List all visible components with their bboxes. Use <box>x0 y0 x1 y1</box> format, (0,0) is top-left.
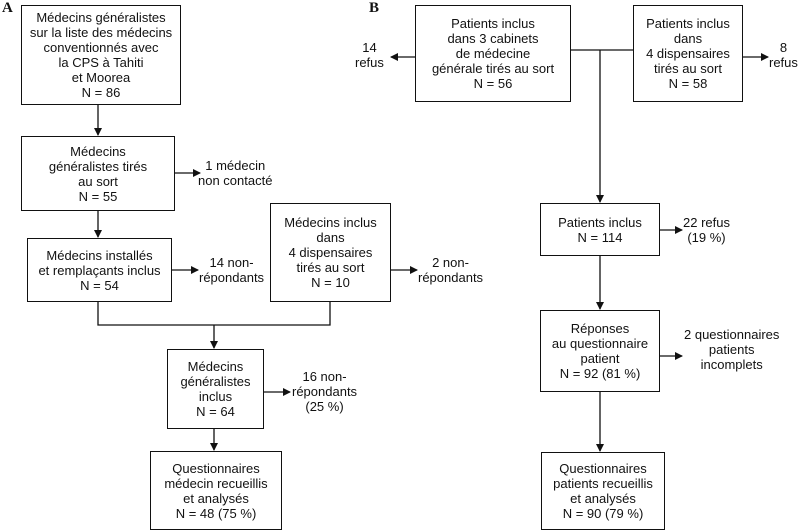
text-line: 22 refus <box>683 215 730 230</box>
text-line: au sort <box>78 173 118 189</box>
box-questionnaires-medecin: Questionnaires médecin recueillis et ana… <box>150 451 282 530</box>
text-line: N = 56 <box>473 76 513 91</box>
note-16-non-repondants: 16 non- répondants (25 %) <box>292 369 357 414</box>
text-line: Médecins <box>187 359 244 374</box>
text-line: 2 non- <box>432 255 469 270</box>
text-line: sur la liste des médecins <box>29 25 173 40</box>
text-line: et analysés <box>183 490 249 506</box>
text-line: au questionnaire <box>551 336 649 351</box>
note-8-refus: 8 refus <box>769 40 798 70</box>
text-line: N = 114 <box>577 229 623 245</box>
note-questionnaires-incomplets: 2 questionnaires patients incomplets <box>684 327 779 372</box>
text-line: (19 %) <box>687 230 726 245</box>
text-line: incomplets <box>700 357 763 372</box>
note-non-contacte: 1 médecin non contacté <box>198 158 272 188</box>
text-line: Patients inclus <box>451 16 535 31</box>
merge-line-a <box>97 302 331 326</box>
text-line: répondants <box>292 384 358 399</box>
text-line: dans <box>316 230 345 245</box>
text-line: 8 <box>779 40 788 55</box>
panel-label-a: A <box>2 0 13 16</box>
note-14-refus: 14 refus <box>355 40 384 70</box>
text-line: (25 %) <box>305 399 344 414</box>
text-line: tirés au sort <box>296 260 365 275</box>
text-line: conventionnés avec <box>43 40 159 55</box>
text-line: 14 non- <box>209 255 254 270</box>
text-line: inclus <box>198 389 233 404</box>
text-line: Questionnaires <box>172 460 260 476</box>
text-line: de médecine <box>455 46 531 61</box>
text-line: N = 92 (81 %) <box>559 366 641 381</box>
text-line: dans <box>673 31 703 46</box>
box-patients-dispensaires: Patients inclus dans 4 dispensaires tiré… <box>633 5 743 102</box>
note-2-non-repondants: 2 non- répondants <box>418 255 483 285</box>
note-22-refus: 22 refus (19 %) <box>683 215 730 245</box>
text-line: 2 questionnaires <box>684 327 780 342</box>
text-line: N = 54 <box>80 277 119 293</box>
text-line: N = 64 <box>196 404 235 419</box>
box-questionnaires-patients: Questionnaires patients recueillis et an… <box>541 452 665 530</box>
text-line: N = 10 <box>311 275 350 290</box>
box-medecins-tires: Médecins généralistes tirés au sort N = … <box>21 136 175 211</box>
text-line: 1 médecin <box>205 158 266 173</box>
text-line: Médecins installés <box>46 247 153 263</box>
text-line: Réponses <box>570 321 630 336</box>
text-line: Médecins généralistes <box>36 10 166 25</box>
text-line: 4 dispensaires <box>288 245 373 260</box>
text-line: et analysés <box>570 491 636 506</box>
note-14-non-repondants: 14 non- répondants <box>199 255 264 285</box>
text-line: N = 90 (79 %) <box>562 506 644 521</box>
text-line: 4 dispensaires <box>646 46 730 61</box>
text-line: tirés au sort <box>654 61 722 76</box>
text-line: Patients inclus <box>558 214 642 230</box>
text-line: dans 3 cabinets <box>447 31 539 46</box>
text-line: médecin recueillis <box>164 475 268 491</box>
text-line: Médecins <box>70 143 126 159</box>
panel-label-b: B <box>369 0 380 16</box>
text-line: générale tirés au sort <box>431 61 555 76</box>
box-medecins-inclus: Médecins généralistes inclus N = 64 <box>167 349 264 429</box>
text-line: et remplaçants inclus <box>38 262 161 278</box>
text-line: refus <box>355 55 384 70</box>
text-line: patient <box>580 351 620 366</box>
text-line: patients <box>708 342 755 357</box>
text-line: Médecins inclus <box>284 215 377 230</box>
text-line: 14 <box>362 40 377 55</box>
text-line: Patients inclus <box>646 16 730 31</box>
text-line: et Moorea <box>71 70 131 85</box>
text-line: la CPS à Tahiti <box>58 55 144 70</box>
text-line: N = 55 <box>78 188 118 204</box>
text-line: généralistes tirés <box>48 158 148 174</box>
text-line: non contacté <box>198 173 273 188</box>
text-line: N = 48 (75 %) <box>175 505 257 521</box>
box-patients-cabinets: Patients inclus dans 3 cabinets de médec… <box>415 5 571 102</box>
text-line: N = 58 <box>668 76 708 91</box>
text-line: Questionnaires <box>559 461 647 476</box>
box-medecins-generalistes: Médecins généralistes sur la liste des m… <box>21 5 181 105</box>
text-line: patients recueillis <box>553 476 653 491</box>
box-reponses-questionnaire: Réponses au questionnaire patient N = 92… <box>540 310 660 392</box>
box-medecins-dispensaires: Médecins inclus dans 4 dispensaires tiré… <box>270 203 391 302</box>
text-line: 16 non- <box>302 369 347 384</box>
box-medecins-installes: Médecins installés et remplaçants inclus… <box>27 238 172 302</box>
box-patients-inclus: Patients inclus N = 114 <box>540 203 660 256</box>
text-line: refus <box>769 55 798 70</box>
text-line: répondants <box>418 270 484 285</box>
text-line: répondants <box>199 270 265 285</box>
text-line: N = 86 <box>81 85 121 100</box>
text-line: généralistes <box>180 374 251 389</box>
